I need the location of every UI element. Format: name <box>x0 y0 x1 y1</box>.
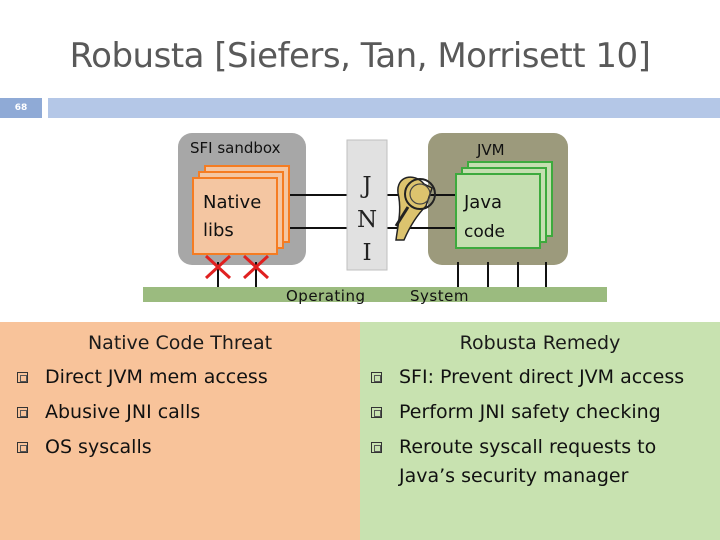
jni-box <box>346 139 388 271</box>
jni-letter-n: N <box>357 207 377 233</box>
remedy-heading: Robusta Remedy <box>459 332 621 354</box>
square-bullet-icon <box>371 407 382 418</box>
blocked-cross-icon <box>242 254 270 280</box>
os-word-system: System <box>410 287 469 305</box>
security-guard-icon <box>394 176 436 241</box>
slide-title: Robusta [Siefers, Tan, Morrisett 10] <box>69 36 651 76</box>
java-code-line1: Java <box>463 192 502 213</box>
square-bullet-icon <box>17 372 28 383</box>
jvm-label: JVM <box>476 141 505 159</box>
native-libs-line1: Native <box>203 192 261 213</box>
square-bullet-icon <box>17 442 28 453</box>
remedy-panel: Robusta Remedy SFI: Prevent direct JVM a… <box>360 322 720 540</box>
jni-letter-j: J <box>360 173 371 199</box>
slide-number: 68 <box>0 98 42 118</box>
square-bullet-icon <box>371 442 382 453</box>
sfi-sandbox-label: SFI sandbox <box>190 139 281 157</box>
native-libs-line2: libs <box>203 220 234 241</box>
java-code-line2: code <box>464 222 505 242</box>
list-item: Perform JNI safety checking <box>371 395 684 430</box>
list-item: Abusive JNI calls <box>17 395 268 430</box>
title-bar <box>48 98 720 118</box>
os-word-operating: Operating <box>286 287 366 305</box>
list-item: SFI: Prevent direct JVM access <box>371 360 684 395</box>
java-code-stack: Java code <box>455 161 553 249</box>
threat-heading: Native Code Threat <box>87 332 273 354</box>
remedy-list: SFI: Prevent direct JVM access Perform J… <box>371 360 684 491</box>
threat-panel: Native Code Threat Direct JVM mem access… <box>0 322 360 540</box>
list-item: OS syscalls <box>17 430 268 465</box>
jni-letter-i: I <box>362 240 371 266</box>
square-bullet-icon <box>371 372 382 383</box>
list-item: Direct JVM mem access <box>17 360 268 395</box>
square-bullet-icon <box>17 407 28 418</box>
architecture-diagram: SFI sandbox JVM Native libs Java code J … <box>143 133 607 305</box>
blocked-cross-icon <box>204 254 232 280</box>
threat-list: Direct JVM mem access Abusive JNI calls … <box>17 360 268 465</box>
native-libs-stack: Native libs <box>192 165 290 255</box>
os-bar <box>143 287 607 302</box>
